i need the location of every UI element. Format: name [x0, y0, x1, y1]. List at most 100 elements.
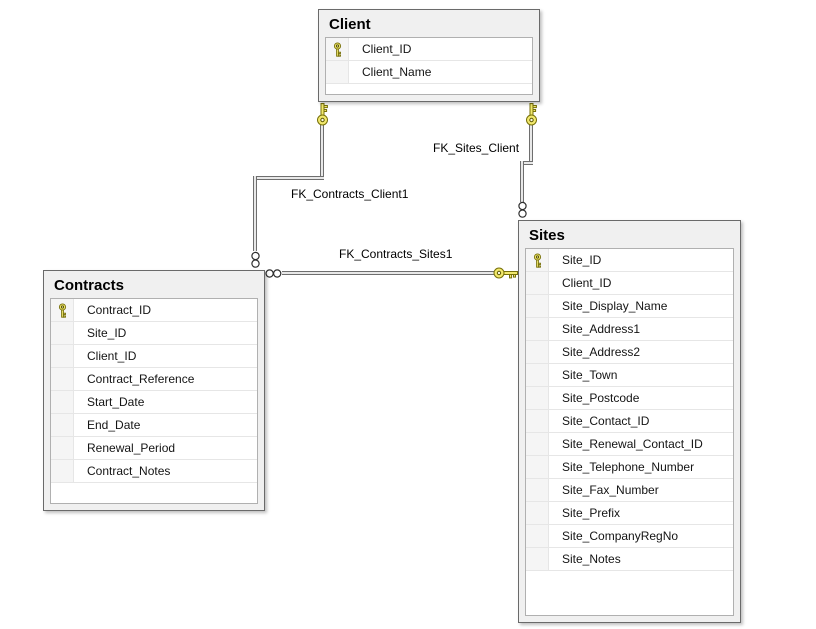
- column-name: Site_Address2: [562, 345, 641, 359]
- table-row[interactable]: Contract_ID: [51, 299, 257, 322]
- table-row[interactable]: Site_Display_Name: [526, 295, 733, 318]
- key-one-end-icon: [526, 103, 537, 126]
- table-row[interactable]: Renewal_Period: [51, 437, 257, 460]
- row-icon-cell: [526, 387, 549, 409]
- row-icon-cell: [526, 295, 549, 317]
- column-name: Contract_ID: [87, 303, 152, 317]
- relationship-label: FK_Contracts_Client1: [291, 187, 409, 201]
- infinity-many-end-icon: [251, 251, 260, 268]
- table-row[interactable]: Site_Contact_ID: [526, 410, 733, 433]
- table-row[interactable]: Client_ID: [526, 272, 733, 295]
- table-client[interactable]: Client Client_ID Client_Name: [318, 9, 540, 102]
- row-icon-cell: [51, 345, 74, 367]
- table-contracts[interactable]: Contracts Contract_ID Site_ID: [43, 270, 265, 511]
- row-icon-cell: [526, 456, 549, 478]
- column-name: Site_Renewal_Contact_ID: [562, 437, 703, 451]
- table-row[interactable]: End_Date: [51, 414, 257, 437]
- row-icon-cell: [526, 364, 549, 386]
- column-name: Site_Address1: [562, 322, 641, 336]
- row-icon-cell: [51, 414, 74, 436]
- column-name: Site_ID: [562, 253, 602, 267]
- fk-contracts-client1-segment[interactable]: [253, 176, 257, 251]
- row-icon-cell: [51, 322, 74, 344]
- column-name: Client_ID: [362, 42, 412, 56]
- table-row[interactable]: Client_ID: [51, 345, 257, 368]
- row-icon-cell: [51, 460, 74, 482]
- row-icon-cell: [526, 272, 549, 294]
- primary-key-icon: [533, 252, 541, 268]
- table-row[interactable]: Client_Name: [326, 61, 532, 84]
- column-name: Contract_Notes: [87, 464, 171, 478]
- fk-contracts-client1-segment[interactable]: [320, 125, 324, 180]
- column-name: Client_ID: [562, 276, 612, 290]
- table-grid: Client_ID Client_Name: [325, 37, 533, 95]
- row-icon-cell: [526, 433, 549, 455]
- infinity-many-end-icon: [518, 201, 527, 218]
- column-name: Site_Postcode: [562, 391, 640, 405]
- primary-key-icon: [58, 302, 66, 318]
- column-name: Renewal_Period: [87, 441, 176, 455]
- infinity-many-end-icon: [265, 269, 282, 278]
- table-row[interactable]: Contract_Reference: [51, 368, 257, 391]
- table-row[interactable]: Site_Fax_Number: [526, 479, 733, 502]
- relationship-label: FK_Contracts_Sites1: [339, 247, 453, 261]
- table-row[interactable]: Contract_Notes: [51, 460, 257, 483]
- fk-contracts-client1-segment[interactable]: [253, 176, 324, 180]
- column-name: Site_Display_Name: [562, 299, 668, 313]
- table-row[interactable]: Site_Renewal_Contact_ID: [526, 433, 733, 456]
- table-row[interactable]: Site_Town: [526, 364, 733, 387]
- column-name: Site_Telephone_Number: [562, 460, 695, 474]
- row-icon-cell: [526, 502, 549, 524]
- relationship-label: FK_Sites_Client: [433, 141, 520, 155]
- row-icon-cell: [526, 525, 549, 547]
- row-icon-cell: [526, 479, 549, 501]
- table-row[interactable]: Site_Prefix: [526, 502, 733, 525]
- table-row[interactable]: Site_Address2: [526, 341, 733, 364]
- table-row[interactable]: Site_CompanyRegNo: [526, 525, 733, 548]
- key-one-end-icon: [317, 103, 328, 126]
- table-row[interactable]: Site_Address1: [526, 318, 733, 341]
- column-name: Site_Fax_Number: [562, 483, 659, 497]
- row-icon-cell: [51, 368, 74, 390]
- table-grid: Contract_ID Site_ID Client_ID: [50, 298, 258, 504]
- fk-sites-client-segment[interactable]: [520, 161, 524, 202]
- row-icon-cell: [526, 249, 549, 271]
- column-name: Site_CompanyRegNo: [562, 529, 679, 543]
- table-title[interactable]: Client: [329, 16, 371, 33]
- column-name: Client_ID: [87, 349, 137, 363]
- key-one-end-icon: [493, 267, 518, 279]
- column-name: Site_Contact_ID: [562, 414, 650, 428]
- table-row[interactable]: Site_Postcode: [526, 387, 733, 410]
- column-name: Site_ID: [87, 326, 127, 340]
- row-icon-cell: [326, 61, 349, 83]
- row-icon-cell: [526, 548, 549, 570]
- table-row[interactable]: Site_Telephone_Number: [526, 456, 733, 479]
- row-icon-cell: [526, 318, 549, 340]
- row-icon-cell: [526, 341, 549, 363]
- column-name: Site_Notes: [562, 552, 621, 566]
- column-name: Client_Name: [362, 65, 432, 79]
- row-icon-cell: [51, 437, 74, 459]
- table-row[interactable]: Site_ID: [51, 322, 257, 345]
- column-name: Site_Town: [562, 368, 618, 382]
- fk-contracts-sites1-segment[interactable]: [282, 271, 495, 275]
- primary-key-icon: [333, 41, 341, 57]
- row-icon-cell: [326, 38, 349, 60]
- table-sites[interactable]: Sites Site_ID Client_ID: [518, 220, 741, 623]
- row-icon-cell: [526, 410, 549, 432]
- table-title[interactable]: Contracts: [54, 277, 125, 294]
- row-icon-cell: [51, 299, 74, 321]
- table-grid: Site_ID Client_ID Site_Display_Name: [525, 248, 734, 616]
- table-title[interactable]: Sites: [529, 227, 565, 244]
- column-name: Start_Date: [87, 395, 145, 409]
- fk-sites-client-segment[interactable]: [520, 161, 533, 165]
- table-row[interactable]: Site_ID: [526, 249, 733, 272]
- column-name: Contract_Reference: [87, 372, 195, 386]
- table-row[interactable]: Client_ID: [326, 38, 532, 61]
- table-row[interactable]: Site_Notes: [526, 548, 733, 571]
- fk-sites-client-segment[interactable]: [529, 125, 533, 165]
- row-icon-cell: [51, 391, 74, 413]
- column-name: End_Date: [87, 418, 141, 432]
- table-row[interactable]: Start_Date: [51, 391, 257, 414]
